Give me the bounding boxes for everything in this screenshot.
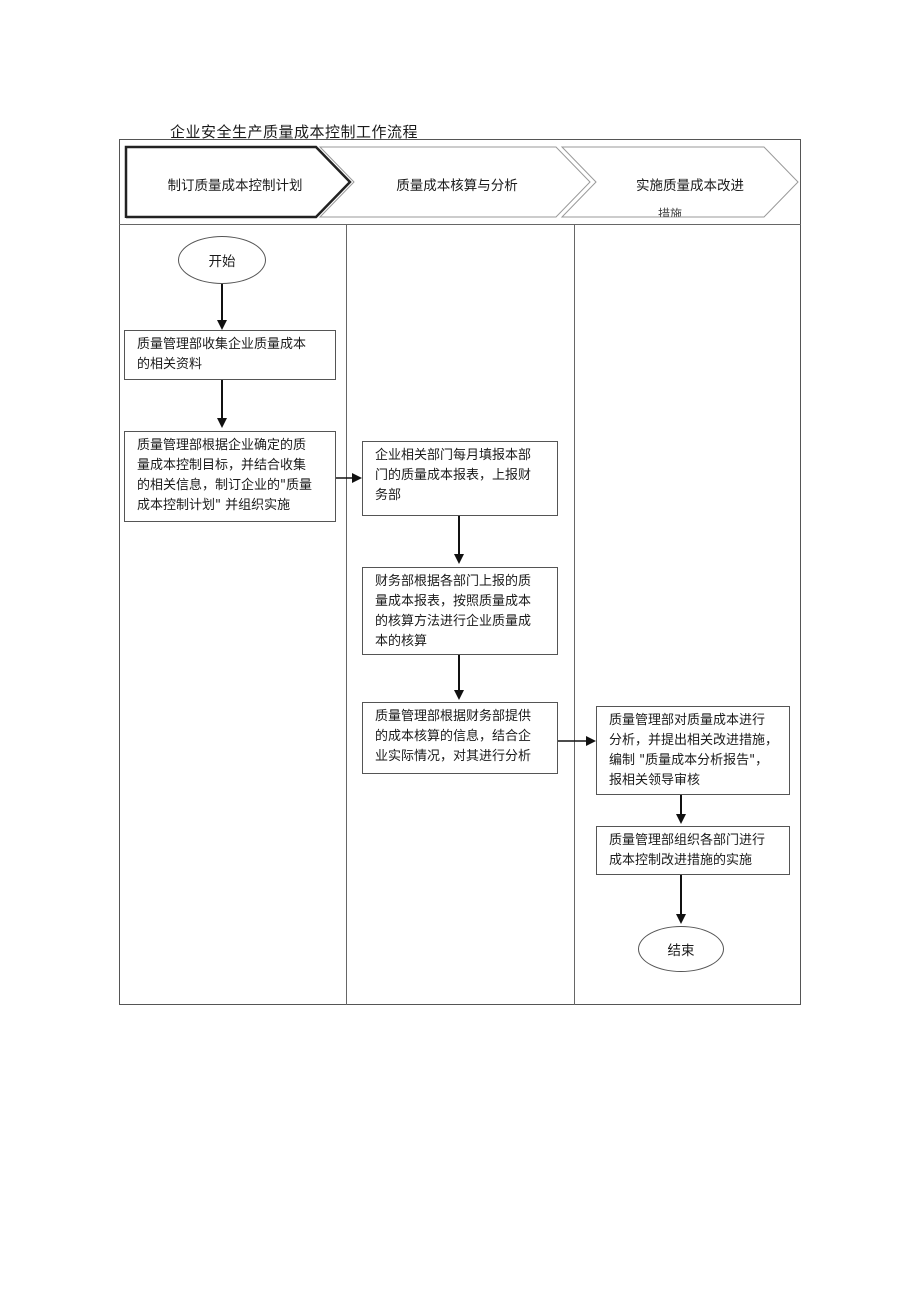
end-node: 结束 bbox=[638, 926, 724, 972]
step-make-plan: 质量管理部根据企业确定的质 量成本控制目标，并结合收集 的相关信息，制订企业的"… bbox=[124, 431, 336, 522]
phase-label-3-clipped: 措施 bbox=[657, 207, 682, 217]
lane-divider-1 bbox=[346, 224, 347, 1005]
step-cost-accounting: 财务部根据各部门上报的质 量成本报表，按照质量成本 的核算方法进行企业质量成 本… bbox=[362, 567, 558, 655]
step-collect-data: 质量管理部收集企业质量成本 的相关资料 bbox=[124, 330, 336, 380]
phase-label-2: 质量成本核算与分析 bbox=[396, 178, 518, 194]
step-fill-report: 企业相关部门每月填报本部 门的质量成本报表，上报财 务部 bbox=[362, 441, 558, 516]
lane-divider-2 bbox=[574, 224, 575, 1005]
step-implement-measures: 质量管理部组织各部门进行 成本控制改进措施的实施 bbox=[596, 826, 790, 875]
phase-label-1: 制订质量成本控制计划 bbox=[167, 178, 303, 194]
start-node: 开始 bbox=[178, 236, 266, 284]
step-improvement-report: 质量管理部对质量成本进行 分析，并提出相关改进措施， 编制 "质量成本分析报告"… bbox=[596, 706, 790, 795]
header-divider bbox=[119, 224, 801, 225]
page-title: 企业安全生产质量成本控制工作流程 bbox=[170, 123, 419, 141]
phase-chevron-2 bbox=[318, 146, 591, 218]
swimlane-frame bbox=[119, 139, 801, 1005]
step-analysis: 质量管理部根据财务部提供 的成本核算的信息，结合企 业实际情况，对其进行分析 bbox=[362, 702, 558, 774]
phase-chevron-1 bbox=[124, 145, 352, 219]
phase-label-3: 实施质量成本改进 bbox=[636, 178, 744, 194]
phase-chevron-3 bbox=[560, 146, 799, 218]
